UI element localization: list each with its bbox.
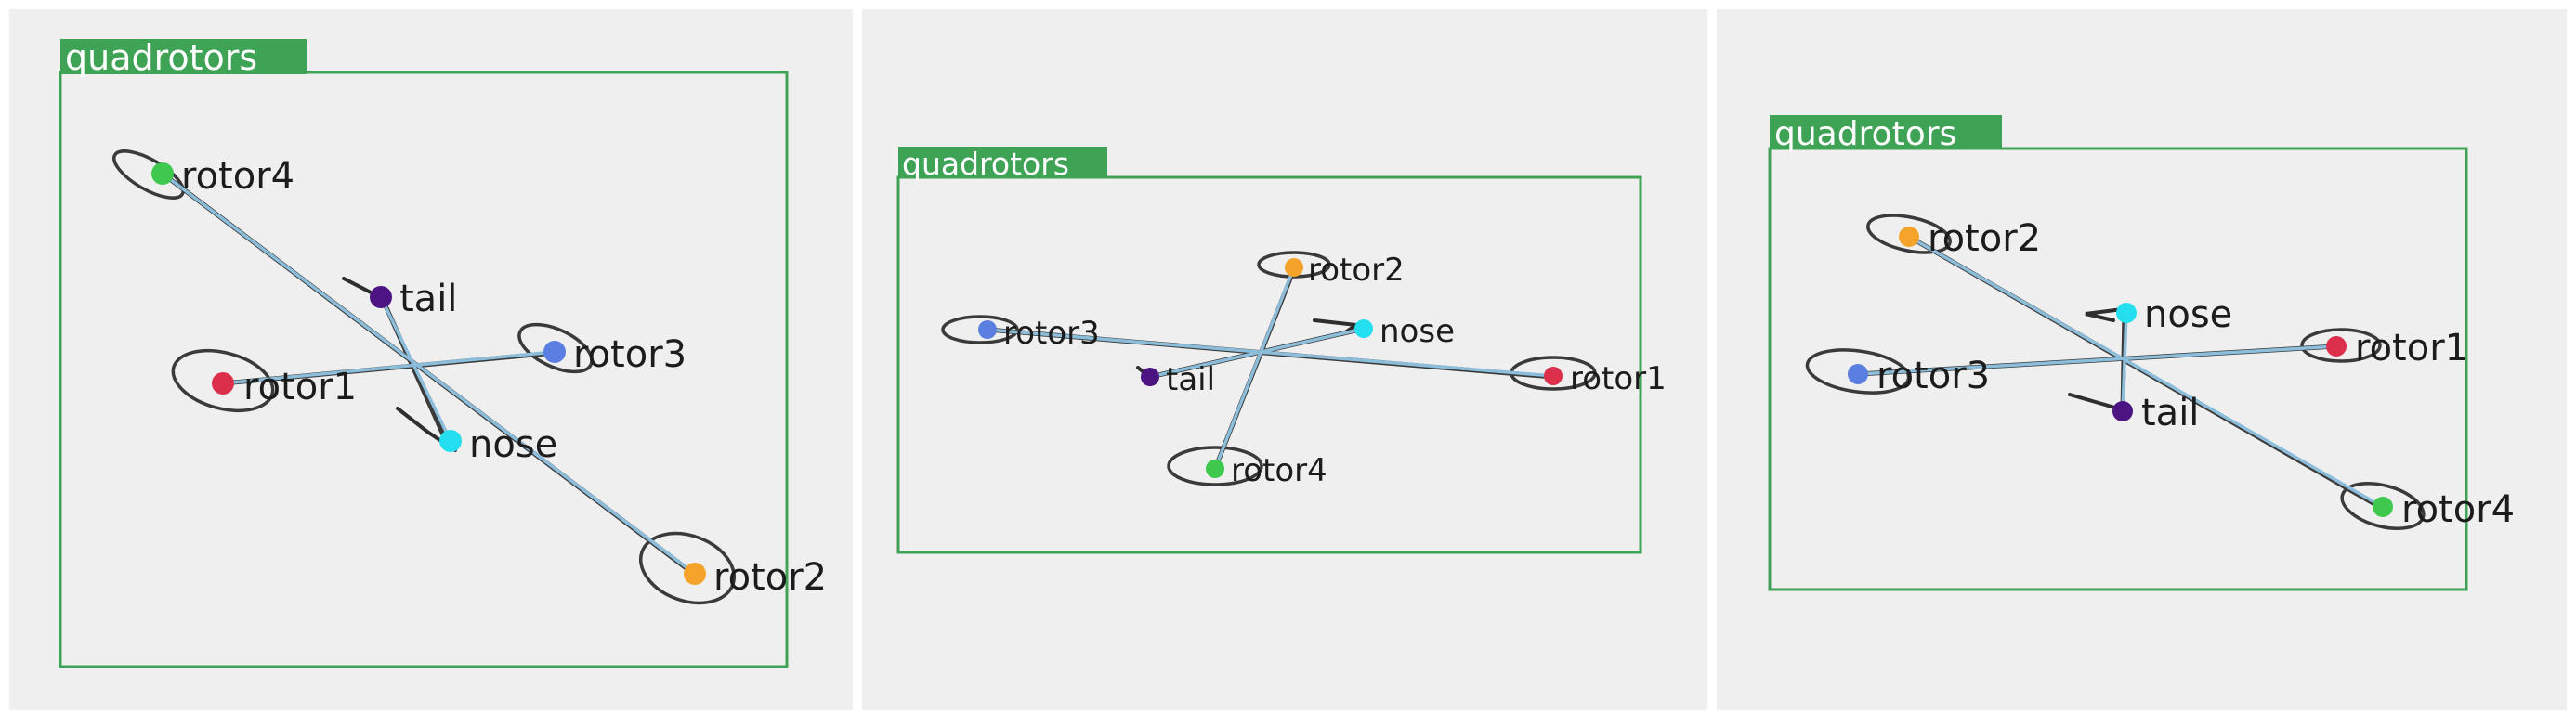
keypoint-label: rotor4: [2401, 488, 2515, 531]
panel-3: quadrotors rotor2 nose rotor1: [1717, 9, 2567, 710]
keypoint-dot: [2112, 401, 2133, 421]
keypoint-dot: [2116, 303, 2137, 323]
keypoint-dot: [439, 430, 462, 452]
rotor-ring: [1167, 446, 1263, 486]
keypoint-dot: [978, 320, 997, 339]
keypoint-rotor1: rotor1: [1544, 360, 1667, 397]
bone: [379, 295, 452, 443]
panel-background: [9, 9, 853, 710]
rotor-ring: [1866, 214, 1952, 254]
keypoint-label: tail: [2141, 392, 2199, 434]
keypoint-rotor4: rotor4: [1206, 452, 1327, 489]
keypoint-dot: [1285, 258, 1303, 277]
keypoint-label: nose: [1380, 313, 1455, 350]
bone: [2121, 311, 2128, 413]
rotor-ring: [112, 149, 185, 200]
bounding-box: [59, 71, 789, 668]
keypoint-dot: [543, 341, 566, 363]
keypoint-label: rotor1: [1570, 360, 1667, 397]
keypoint-dot: [370, 286, 392, 308]
panel-2: quadrotors rotor2 nose rotor3: [862, 9, 1707, 710]
keypoint-tail: tail: [1141, 361, 1215, 398]
bone: [986, 328, 1555, 378]
keypoint-dot: [1354, 319, 1373, 338]
rotor-ring: [2300, 328, 2382, 363]
class-tag: [60, 39, 307, 74]
skeleton: [1855, 234, 2386, 512]
class-tag: [1770, 115, 2002, 149]
keypoint-label: rotor1: [2355, 327, 2468, 369]
keypoint-label: nose: [469, 423, 557, 466]
keypoint-rotor3: rotor3: [1848, 355, 1990, 397]
marker-tick: [2085, 307, 2125, 322]
keypoint-label: rotor3: [1003, 315, 1100, 352]
keypoint-label: rotor4: [1231, 452, 1327, 489]
bone: [1148, 327, 1366, 379]
keypoint-rotor3: rotor3: [543, 333, 686, 376]
keypoint-rotor2: rotor2: [684, 556, 827, 599]
skeleton: [160, 171, 701, 580]
keypoint-label: tail: [399, 278, 457, 320]
rotor-ring: [1805, 348, 1911, 395]
keypoint-tail: tail: [2112, 392, 2199, 434]
keypoint-label: rotor2: [713, 556, 827, 599]
keypoint-label: rotor3: [1876, 355, 1990, 397]
class-tag: [898, 147, 1107, 178]
bone: [1213, 266, 1296, 471]
bone: [1907, 235, 2385, 509]
class-label: quadrotors: [1774, 115, 1956, 153]
keypoint-rotor3: rotor3: [978, 315, 1100, 352]
keypoint-rotor4: rotor4: [151, 155, 294, 198]
rotor-ring: [638, 531, 737, 605]
keypoint-dot: [2373, 497, 2393, 517]
keypoint-rotor1: rotor1: [212, 366, 357, 408]
bone: [1856, 344, 2338, 376]
keypoint-rotor2: rotor2: [1899, 217, 2041, 260]
keypoint-dot: [1848, 364, 1868, 384]
keypoint-dot: [1899, 227, 1919, 247]
rotor-ring: [2340, 482, 2426, 530]
keypoint-rotor4: rotor4: [2373, 488, 2515, 531]
keypoint-label: rotor3: [573, 333, 686, 376]
keypoint-label: nose: [2144, 293, 2232, 336]
panel-1: quadrotors rotor4 tail rotor3: [9, 9, 853, 710]
keypoint-dot: [2326, 336, 2347, 357]
keypoint-label: rotor1: [243, 366, 357, 408]
keypoint-dot: [1206, 460, 1224, 478]
keypoint-label: tail: [1166, 361, 1215, 398]
bone: [221, 350, 556, 385]
rotor-ring: [171, 348, 275, 413]
marker-tick: [2068, 393, 2120, 410]
keypoint-dot: [1544, 367, 1563, 385]
bounding-box: [896, 175, 1642, 554]
skeleton: [985, 266, 1556, 472]
bounding-box: [1768, 147, 2468, 591]
rotor-ring: [517, 322, 594, 374]
keypoint-label: rotor2: [1928, 217, 2041, 260]
keypoint-rotor1: rotor1: [2326, 327, 2468, 369]
keypoint-tail: tail: [370, 278, 457, 320]
bone: [161, 172, 697, 576]
keypoint-nose: nose: [1354, 313, 1455, 350]
keypoint-dot: [151, 162, 174, 185]
keypoint-dot: [1141, 368, 1159, 386]
rotor-ring: [941, 315, 1019, 344]
keypoint-nose: nose: [2116, 293, 2232, 336]
class-label: quadrotors: [65, 37, 257, 78]
keypoint-nose: nose: [439, 423, 557, 466]
keypoint-dot: [212, 372, 234, 395]
keypoint-rotor2: rotor2: [1285, 252, 1405, 289]
keypoint-dot: [684, 563, 706, 585]
keypoint-label: rotor4: [181, 155, 294, 198]
class-label: quadrotors: [902, 146, 1069, 182]
keypoint-label: rotor2: [1308, 252, 1405, 289]
